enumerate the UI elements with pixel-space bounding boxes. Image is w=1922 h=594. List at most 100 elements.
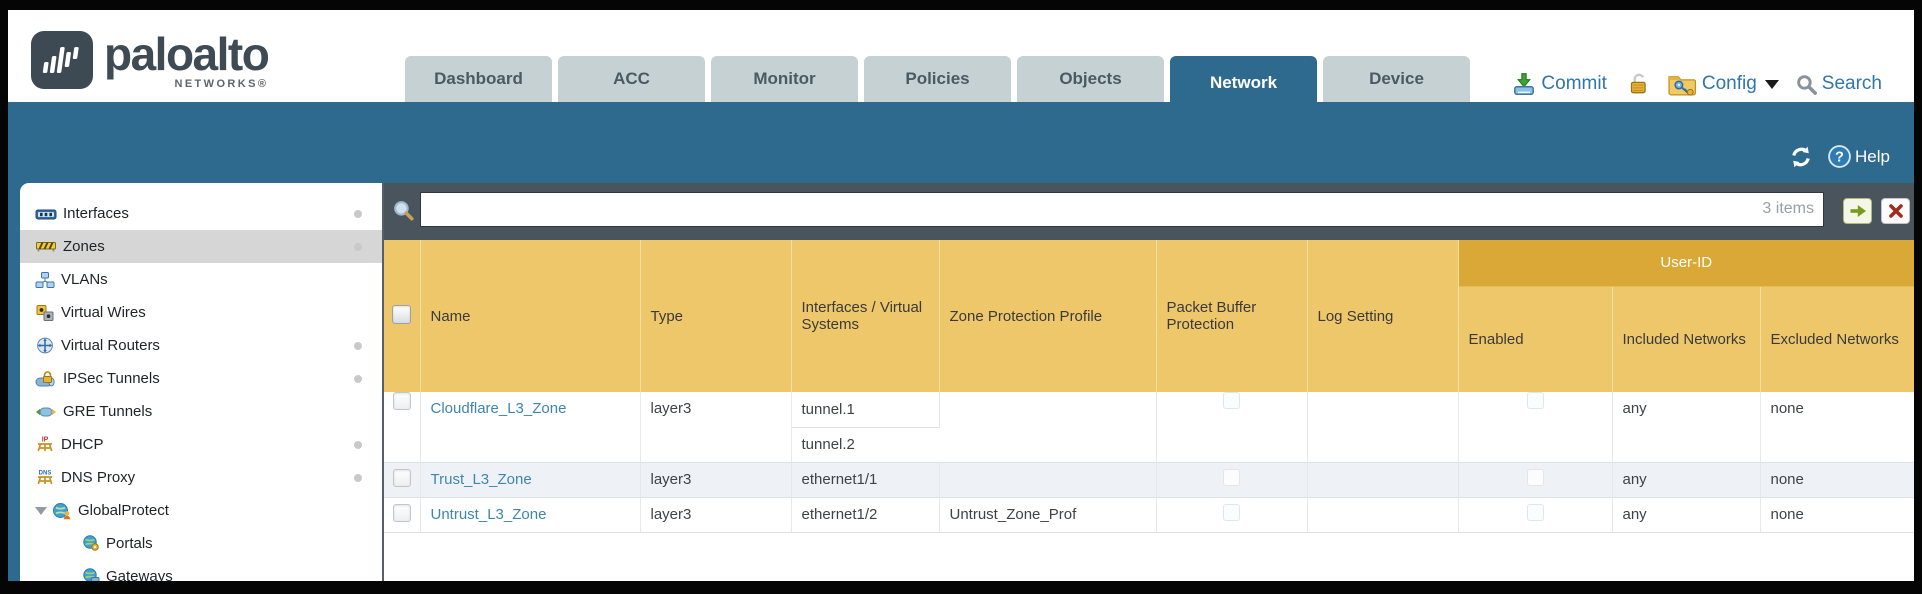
sidebar-item-interfaces[interactable]: Interfaces [20,197,382,230]
clear-filter-button[interactable] [1881,198,1910,224]
svg-text:?: ? [1835,150,1844,166]
sidebar-item-dhcp[interactable]: IP DHCP [20,428,382,461]
row-checkbox[interactable] [392,392,411,410]
status-dot [354,474,362,482]
band-actions: ? Help [1789,144,1890,169]
apply-filter-button[interactable] [1843,198,1872,224]
sidebar-item-zones[interactable]: Zones [20,230,382,263]
globalprotect-icon [53,502,71,519]
user-id-enabled-checkbox [1526,392,1544,409]
brand-subtitle: NETWORKS® [174,78,269,90]
tab-objects[interactable]: Objects [1017,56,1164,102]
dns-proxy-icon: DNS [37,471,53,485]
tab-dashboard[interactable]: Dashboard [405,56,552,102]
log-setting-cell [1307,462,1459,498]
main-nav-tabs: Dashboard ACC Monitor Policies Objects N… [405,56,1470,110]
gre-tunnels-icon [36,407,56,416]
status-dot [354,243,362,251]
col-header-name[interactable]: Name [420,240,641,392]
log-setting-cell [1307,392,1459,463]
commit-button[interactable]: Commit [1541,73,1607,94]
zone-protection-cell: Untrust_Zone_Prof [939,497,1157,533]
sidebar-item-vlans[interactable]: VLANs [20,263,382,296]
packet-buffer-checkbox [1223,392,1240,409]
tab-device[interactable]: Device [1323,56,1470,102]
search-icon[interactable] [1795,73,1818,96]
zone-name-link[interactable]: Untrust_L3_Zone [430,506,547,523]
config-icon[interactable] [1667,72,1698,97]
table-row: Cloudflare_L3_Zone layer3 tunnel.1 any n… [384,392,1914,463]
packet-buffer-checkbox [1223,469,1240,486]
zones-table: Name Type Interfaces / Virtual Systems Z… [384,240,1914,533]
commit-icon[interactable] [1511,71,1537,97]
col-header-packet-buffer-protection[interactable]: Packet Buffer Protection [1156,240,1308,392]
vlans-icon [35,271,55,288]
sidebar-item-virtual-routers[interactable]: Virtual Routers [20,329,382,362]
app-window: paloalto NETWORKS® Commit [8,10,1914,581]
status-dot [354,375,362,383]
sidebar-item-dns-proxy[interactable]: DNS DNS Proxy [20,461,382,494]
col-header-excluded-networks[interactable]: Excluded Networks [1760,286,1914,392]
col-header-log-setting[interactable]: Log Setting [1307,240,1459,392]
search-button[interactable]: Search [1821,73,1882,94]
ipsec-tunnels-icon [35,370,55,386]
log-setting-cell [1307,497,1459,533]
portals-icon [83,535,99,551]
included-networks-cell: any [1612,497,1761,533]
help-icon[interactable]: ? [1827,144,1852,169]
zone-protection-cell [939,462,1157,498]
chevron-down-icon[interactable] [1764,79,1779,89]
green-arrow-icon [1850,205,1866,217]
filter-search-icon [394,201,414,221]
col-header-zone-protection-profile[interactable]: Zone Protection Profile [939,240,1157,392]
zones-icon [36,241,56,251]
row-checkbox[interactable] [392,503,411,522]
zone-protection-cell [939,392,1157,463]
help-button[interactable]: Help [1855,146,1890,166]
sidebar-item-gateways[interactable]: Gateways [20,560,382,581]
sidebar-item-portals[interactable]: Portals [20,527,382,560]
zone-interface-cell: tunnel.1 [791,392,940,428]
virtual-routers-icon [37,337,53,354]
row-checkbox[interactable] [392,468,411,487]
filter-input[interactable] [420,192,1824,227]
col-header-enabled[interactable]: Enabled [1458,286,1613,392]
select-all-checkbox[interactable] [392,304,412,324]
config-button[interactable]: Config [1701,73,1757,94]
collapse-triangle-icon[interactable] [35,506,47,515]
sidebar-item-virtual-wires[interactable]: Virtual Wires [20,296,382,329]
dhcp-icon: IP [37,437,53,452]
table-row: Trust_L3_Zone layer3 ethernet1/1 any non… [384,462,1914,498]
excluded-networks-cell: none [1760,462,1914,498]
sidebar-item-gre-tunnels[interactable]: GRE Tunnels [20,395,382,428]
tab-policies[interactable]: Policies [864,56,1011,102]
lock-icon[interactable] [1625,71,1651,97]
zones-table-container: Name Type Interfaces / Virtual Systems Z… [384,240,1914,533]
sub-header-band [8,102,1914,183]
sidebar-item-ipsec-tunnels[interactable]: IPSec Tunnels [20,362,382,395]
header-actions: Commit Config Searc [1511,66,1884,102]
table-subrow: tunnel.2 [384,427,1914,463]
zone-type-cell: layer3 [640,497,792,533]
refresh-icon[interactable] [1789,145,1813,169]
tab-monitor[interactable]: Monitor [711,56,858,102]
filter-bar: 3 items [384,183,1914,240]
sidebar-item-globalprotect[interactable]: GlobalProtect [20,494,382,527]
col-header-type[interactable]: Type [640,240,792,392]
virtual-wires-icon [36,304,54,321]
user-id-enabled-checkbox [1526,504,1544,521]
status-dot [354,342,362,350]
zone-name-link[interactable]: Cloudflare_L3_Zone [430,400,567,417]
interfaces-icon [35,209,57,219]
select-all-header [384,240,421,392]
gateways-icon [83,568,100,581]
zone-name-link[interactable]: Trust_L3_Zone [430,471,532,488]
red-x-icon [1888,204,1903,218]
network-sidebar: Interfaces Zones VLANs Virtual Wires Vir… [20,183,382,581]
tab-network[interactable]: Network [1170,56,1317,110]
col-header-interfaces[interactable]: Interfaces / Virtual Systems [791,240,940,392]
col-header-included-networks[interactable]: Included Networks [1612,286,1761,392]
zone-interface-cell: tunnel.2 [791,427,939,463]
tab-acc[interactable]: ACC [558,56,705,102]
